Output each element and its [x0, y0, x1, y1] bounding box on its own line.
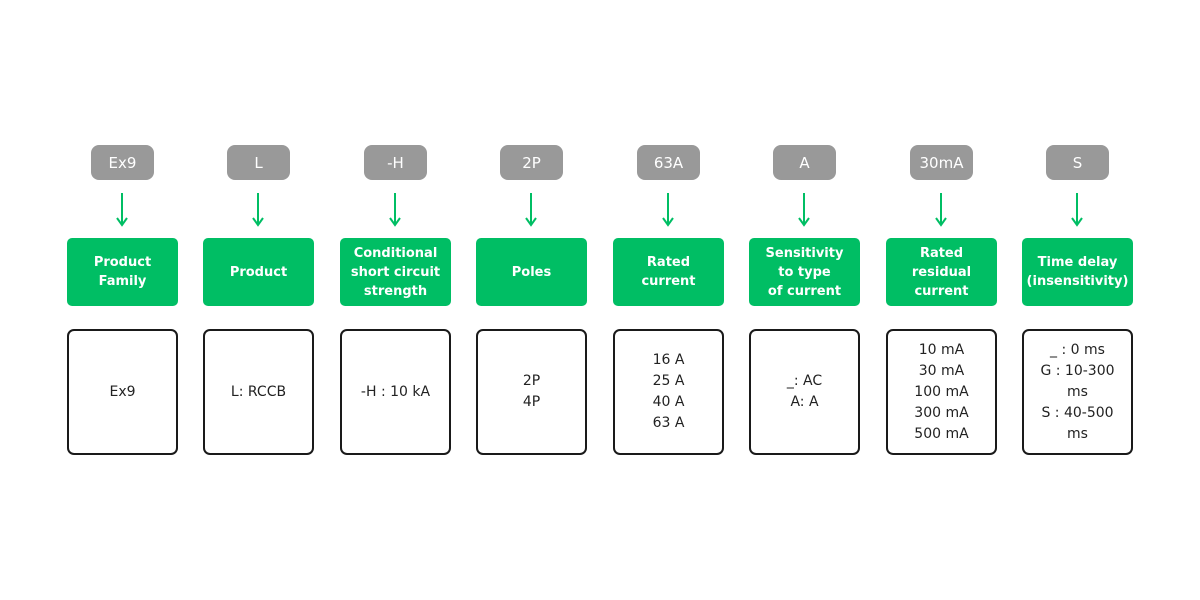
code-pill: A: [773, 145, 836, 180]
arrow-down-icon: [389, 193, 401, 227]
code-pill: Ex9: [91, 145, 154, 180]
code-pill: 30mA: [910, 145, 973, 180]
column-product: L Product L: RCCB: [203, 145, 314, 455]
field-label: Product: [203, 238, 314, 306]
column-rated-current: 63A Rated current 16 A 25 A 40 A 63 A: [613, 145, 724, 455]
field-values: -H : 10 kA: [340, 329, 451, 455]
arrow-down-icon: [116, 193, 128, 227]
column-sensitivity: A Sensitivity to type of current _: AC A…: [749, 145, 860, 455]
column-poles: 2P Poles 2P 4P: [476, 145, 587, 455]
field-label: Product Family: [67, 238, 178, 306]
field-label: Conditional short circuit strength: [340, 238, 451, 306]
code-pill: 63A: [637, 145, 700, 180]
field-label: Time delay (insensitivity): [1022, 238, 1133, 306]
field-values: _ : 0 ms G : 10-300 ms S : 40-500 ms: [1022, 329, 1133, 455]
field-values: Ex9: [67, 329, 178, 455]
code-pill: S: [1046, 145, 1109, 180]
reference-breakdown: Ex9 Product Family Ex9 L Product L: RCCB…: [67, 145, 1133, 455]
column-rated-residual-current: 30mA Rated residual current 10 mA 30 mA …: [886, 145, 997, 455]
code-pill: L: [227, 145, 290, 180]
column-time-delay: S Time delay (insensitivity) _ : 0 ms G …: [1022, 145, 1133, 455]
arrow-down-icon: [798, 193, 810, 227]
column-product-family: Ex9 Product Family Ex9: [67, 145, 178, 455]
arrow-down-icon: [525, 193, 537, 227]
field-values: _: AC A: A: [749, 329, 860, 455]
field-label: Sensitivity to type of current: [749, 238, 860, 306]
column-short-circuit-strength: -H Conditional short circuit strength -H…: [340, 145, 451, 455]
arrow-down-icon: [662, 193, 674, 227]
code-pill: 2P: [500, 145, 563, 180]
field-label: Poles: [476, 238, 587, 306]
field-label: Rated current: [613, 238, 724, 306]
field-values: L: RCCB: [203, 329, 314, 455]
code-pill: -H: [364, 145, 427, 180]
arrow-down-icon: [252, 193, 264, 227]
arrow-down-icon: [1071, 193, 1083, 227]
field-label: Rated residual current: [886, 238, 997, 306]
field-values: 16 A 25 A 40 A 63 A: [613, 329, 724, 455]
arrow-down-icon: [935, 193, 947, 227]
field-values: 10 mA 30 mA 100 mA 300 mA 500 mA: [886, 329, 997, 455]
field-values: 2P 4P: [476, 329, 587, 455]
